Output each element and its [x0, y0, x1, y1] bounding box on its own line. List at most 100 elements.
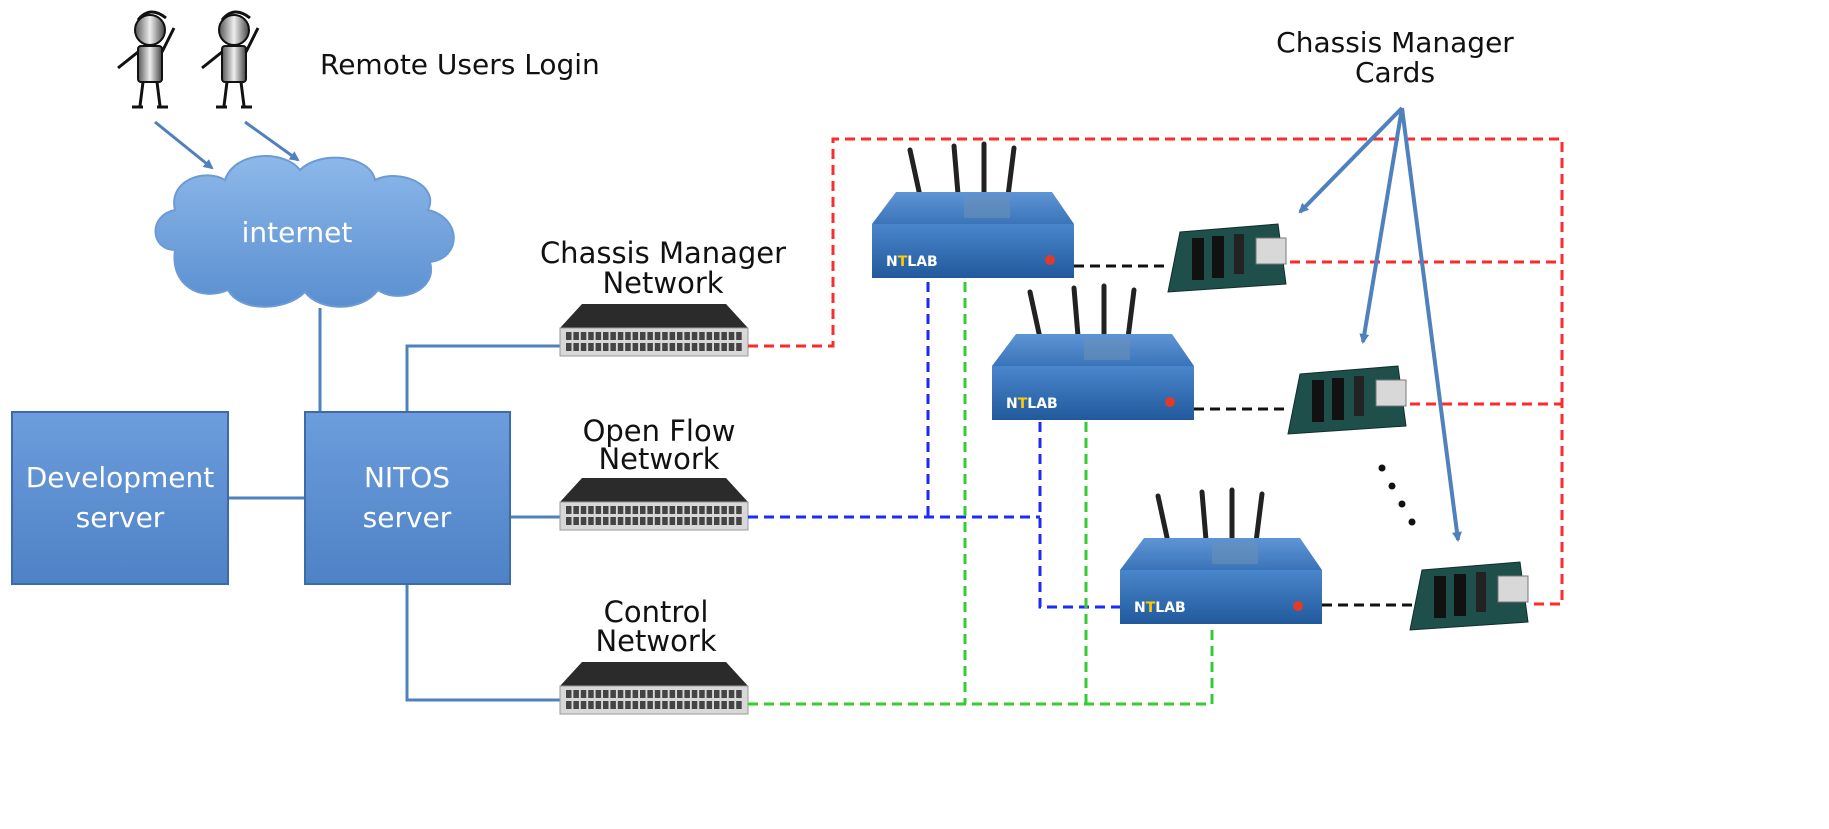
switch-port [714, 343, 720, 351]
switch-port [684, 701, 690, 709]
chassis-manager-card [1167, 223, 1287, 293]
switch-port [610, 343, 616, 351]
switch-port [617, 506, 624, 514]
nitos-server-label-line1: NITOS [364, 461, 450, 494]
switch-port [736, 701, 742, 709]
switch-port [640, 332, 646, 340]
switch-port [580, 517, 587, 525]
chassis-cards-label-line2: Cards [1355, 56, 1435, 89]
switch-port [677, 517, 683, 525]
switch-port [721, 343, 727, 351]
switch-port [706, 506, 713, 514]
control-links [748, 282, 1214, 706]
svg-text:NTLAB: NTLAB [886, 254, 938, 270]
switch-port [625, 701, 631, 709]
switch-port [728, 343, 735, 351]
switch-port [669, 343, 676, 351]
switch-port [588, 690, 594, 698]
switch-port [632, 506, 639, 514]
switch-port [677, 690, 683, 698]
switch-port [625, 517, 631, 525]
switch-port [684, 690, 690, 698]
dev-server-label-line2: server [76, 501, 165, 534]
wireless-node: NTLAB [1120, 487, 1322, 624]
switch-port [640, 701, 646, 709]
switch-port [706, 701, 713, 709]
switch-port [669, 517, 676, 525]
chassis-manager-links [748, 137, 1564, 606]
switch-port [706, 343, 713, 351]
switch-port [640, 343, 646, 351]
switch-port [603, 701, 609, 709]
switch-port [617, 701, 624, 709]
switch-port [728, 690, 735, 698]
switch-port [684, 517, 690, 525]
switch-port [691, 517, 698, 525]
switch-port [566, 517, 572, 525]
switch-port [691, 343, 698, 351]
switch-port [588, 701, 594, 709]
remote-user-icon [117, 10, 176, 109]
switch-port [625, 690, 631, 698]
switch-port [684, 343, 690, 351]
chassis-manager-card [1409, 561, 1529, 631]
switch-port [654, 332, 661, 340]
login-arrow [154, 120, 214, 170]
switch-port [617, 343, 624, 351]
control-switch [559, 662, 749, 715]
switch-port [566, 343, 572, 351]
wireless-node: NTLAB [872, 141, 1074, 278]
switch-port [588, 343, 594, 351]
switch-port [721, 332, 727, 340]
switch-port [662, 506, 668, 514]
switch-port [714, 690, 720, 698]
switch-port [721, 517, 727, 525]
switch-port [603, 517, 609, 525]
switch-port [647, 343, 653, 351]
switch-port [684, 506, 690, 514]
switch-port [625, 332, 631, 340]
switch-port [603, 690, 609, 698]
chassis-network-label-line2: Network [602, 266, 723, 300]
switch-port [669, 690, 676, 698]
openflow-network-label-line2: Network [598, 442, 719, 476]
internet-cloud-icon [154, 155, 455, 308]
switch-port [714, 506, 720, 514]
control-network-label-line2: Network [595, 624, 716, 658]
switch-port [595, 506, 602, 514]
chassis-manager-switch [559, 304, 749, 357]
switch-port [647, 701, 653, 709]
switch-port [595, 343, 602, 351]
switch-port [691, 506, 698, 514]
switch-port [595, 332, 602, 340]
switch-port [662, 343, 668, 351]
nitos-server-box [304, 411, 511, 585]
switch-port [699, 690, 705, 698]
switch-port [669, 701, 676, 709]
switch-port [684, 332, 690, 340]
svg-text:NTLAB: NTLAB [1134, 600, 1186, 616]
switch-port [573, 343, 579, 351]
switch-port [677, 506, 683, 514]
switch-port [677, 332, 683, 340]
switch-port [573, 517, 579, 525]
switch-port [566, 690, 572, 698]
switch-port [669, 506, 676, 514]
switch-port [640, 690, 646, 698]
switch-port [603, 332, 609, 340]
switch-port [736, 506, 742, 514]
switch-port [691, 690, 698, 698]
switch-port [603, 506, 609, 514]
switch-port [736, 690, 742, 698]
switch-port [728, 701, 735, 709]
switch-port [603, 343, 609, 351]
switch-port [706, 517, 713, 525]
switch-port [632, 690, 639, 698]
switch-port [573, 506, 579, 514]
chassis-manager-card [1287, 365, 1407, 435]
switch-port [736, 332, 742, 340]
openflow-links [748, 282, 1120, 609]
switch-port [728, 506, 735, 514]
switch-port [595, 517, 602, 525]
